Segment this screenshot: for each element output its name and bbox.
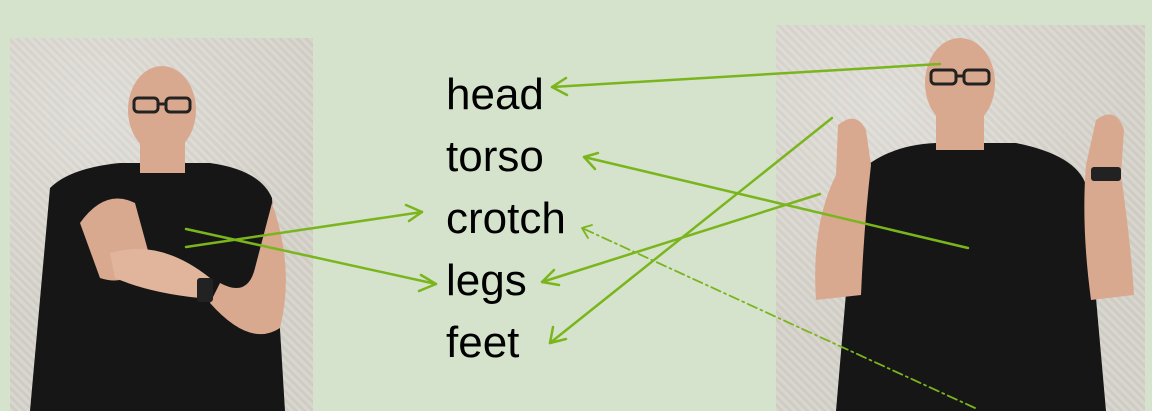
arrow-dashed-to-crotch xyxy=(582,225,975,408)
arrow-right-to-torso xyxy=(584,153,968,248)
arrow-right-to-head xyxy=(552,64,940,95)
arrow-right-to-feet xyxy=(550,118,832,343)
arrow-left-to-crotch xyxy=(186,205,422,247)
arrow-left-to-legs xyxy=(186,229,436,291)
